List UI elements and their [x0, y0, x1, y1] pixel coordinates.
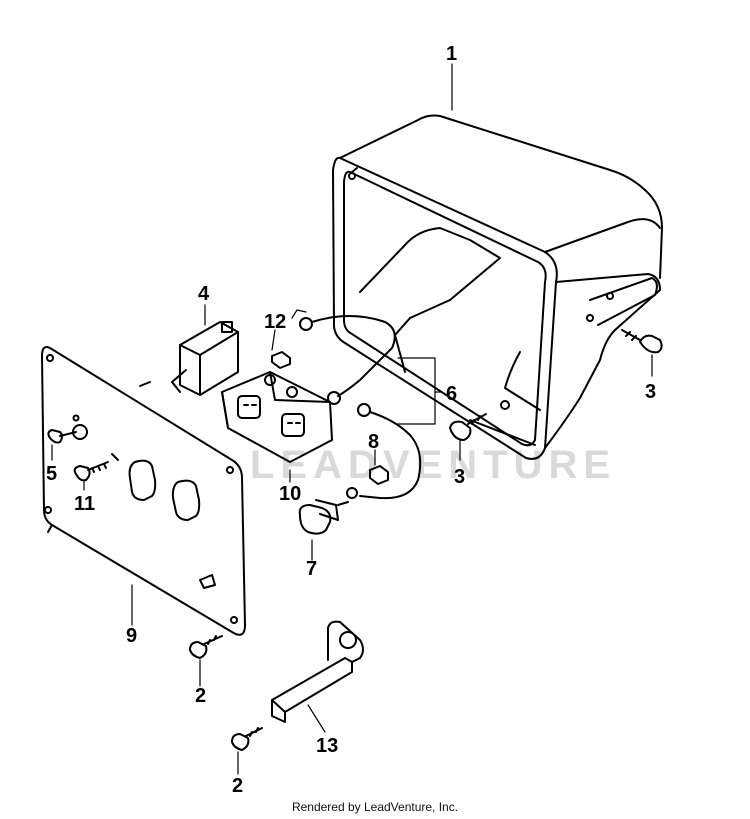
screw-2-lower — [231, 727, 263, 751]
callout-13: 13 — [316, 735, 338, 757]
callout-5: 5 — [46, 463, 57, 485]
screw-3-center — [449, 413, 487, 441]
duplex-receptacle — [221, 371, 333, 463]
callout-8: 8 — [368, 431, 379, 453]
callout-4: 4 — [198, 283, 210, 305]
ground-wire-lower — [346, 403, 422, 500]
terminal-knob — [298, 499, 349, 535]
callout-10: 10 — [279, 483, 301, 505]
callout-1: 1 — [446, 43, 457, 65]
callout-12: 12 — [264, 311, 286, 333]
small-nut — [271, 351, 291, 369]
screw-3-right — [621, 329, 663, 354]
callout-7: 7 — [306, 558, 317, 580]
mounting-plate — [41, 346, 246, 636]
callout-6: 6 — [446, 383, 457, 405]
screw-2-upper — [189, 635, 223, 659]
wire-nut — [369, 465, 389, 485]
ground-wire-upper — [299, 315, 396, 405]
callout-3-center: 3 — [454, 466, 465, 488]
callout-3-right: 3 — [645, 381, 656, 403]
toggle-switch — [171, 321, 239, 396]
housing-box — [332, 114, 663, 460]
callout-2-lower: 2 — [232, 775, 243, 797]
callout-9: 9 — [126, 625, 137, 647]
callout-11: 11 — [74, 493, 95, 515]
callout-2-upper: 2 — [195, 685, 206, 707]
screw-11 — [73, 453, 119, 482]
footer-credit: Rendered by LeadVenture, Inc. — [291, 800, 459, 814]
bracket-13 — [271, 620, 364, 723]
watermark-text: LEADVENTURE — [250, 443, 616, 487]
screw-5 — [47, 414, 80, 444]
leader-lines — [51, 63, 653, 775]
